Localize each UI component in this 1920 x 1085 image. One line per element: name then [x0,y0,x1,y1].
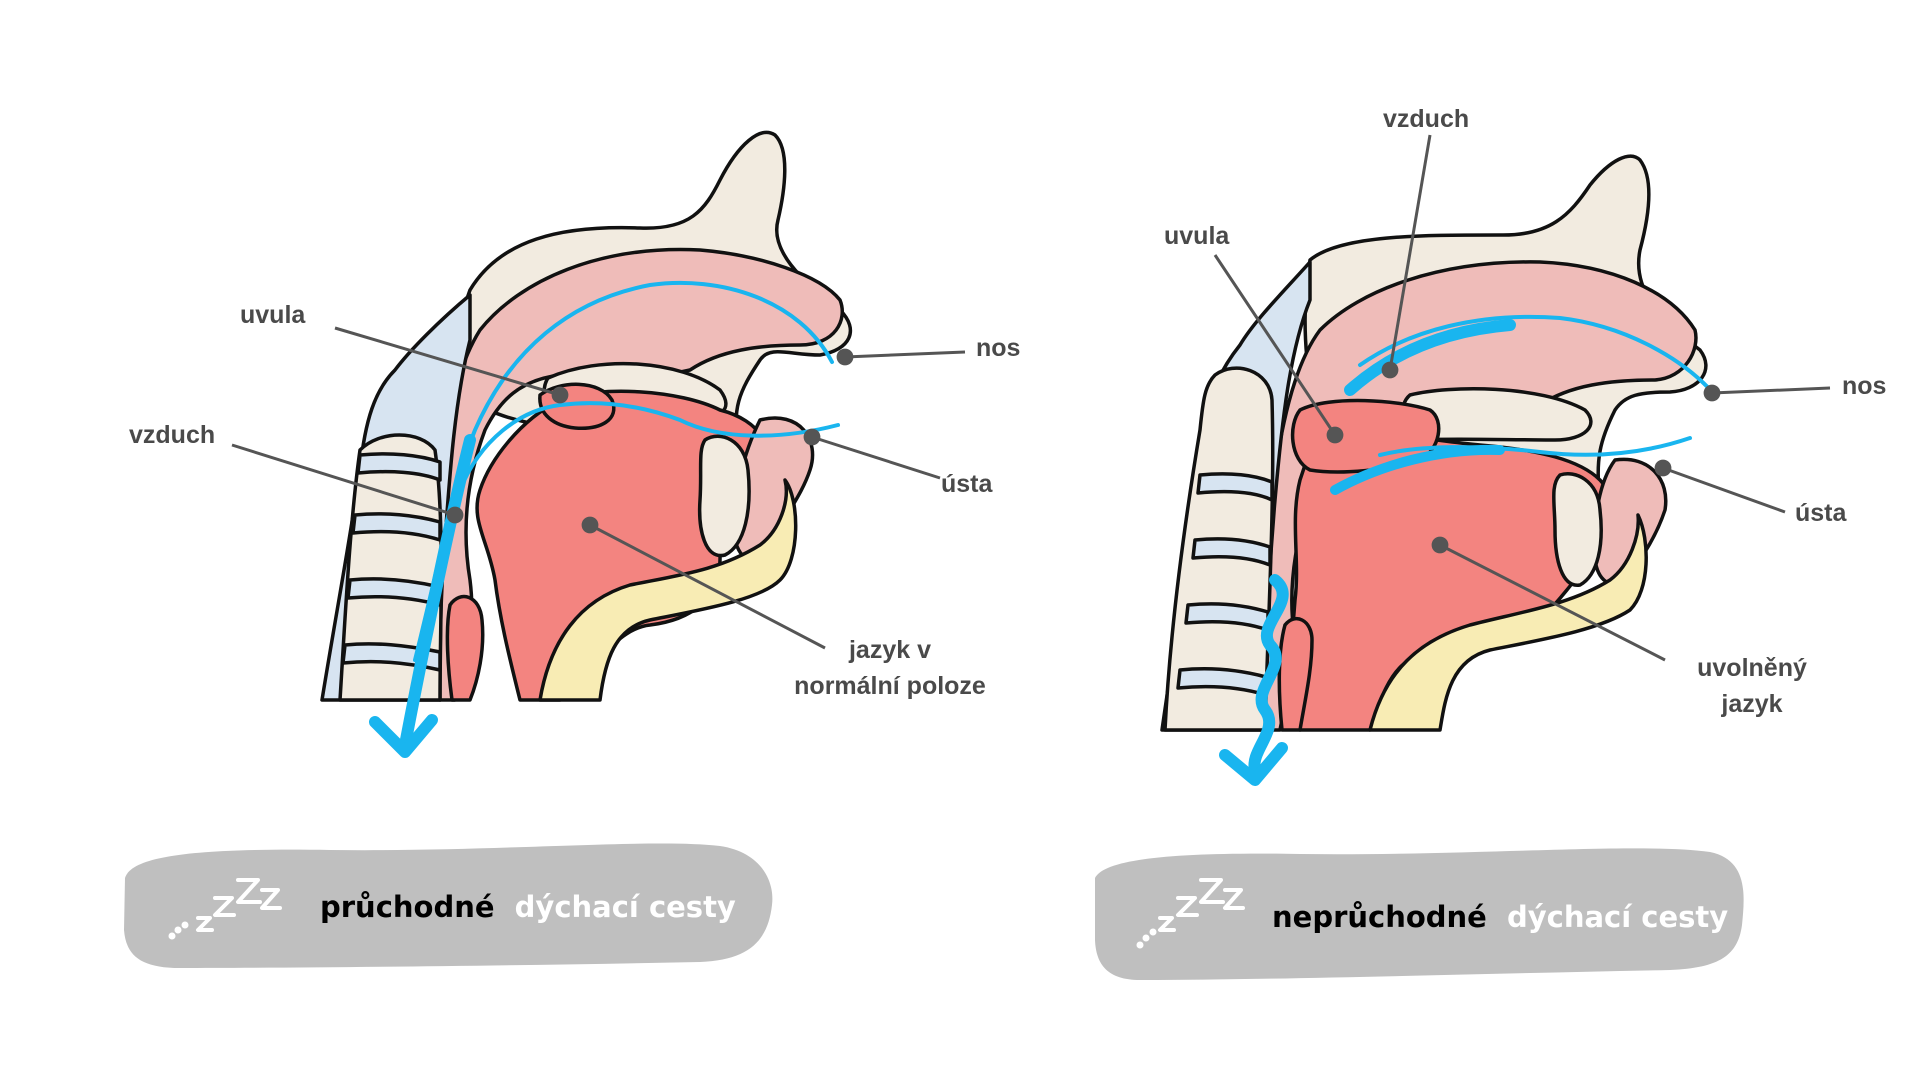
right-tooth [1552,472,1603,587]
left-leader-lines [231,326,966,650]
left-caption-text: průchodné dýchací cesty [320,890,736,924]
right-jaw [1368,513,1648,732]
left-label-usta: ústa [941,470,993,498]
right-caption-rest: dýchací cesty [1507,900,1728,934]
left-tongue [475,389,770,702]
right-leader-usta [1654,459,1786,514]
left-leader-nos [836,348,966,366]
left-caption: průchodné dýchací cesty [124,843,773,968]
left-caption-strong: průchodné [320,890,495,924]
right-caption-strong: neprůchodné [1272,900,1487,934]
left-label-jazyk-line1: jazyk v [848,636,931,664]
right-label-jazyk: uvolněný jazyk [1652,650,1852,722]
left-epiglottis [445,594,485,702]
right-leader-lines [1213,134,1831,662]
right-label-nos: nos [1842,372,1887,400]
left-label-nos: nos [976,334,1021,362]
right-label-jazyk-line1: uvolněný [1697,654,1807,682]
left-leader-jazyk [581,516,826,650]
right-label-usta: ústa [1795,499,1847,527]
right-caption: neprůchodné dýchací cesty [1095,848,1744,980]
left-tooth [697,434,751,558]
left-leader-usta [803,428,941,480]
left-label-uvula: uvula [240,301,306,329]
right-leader-nos [1703,384,1831,402]
right-air-nasal-thick [1344,319,1516,396]
right-caption-text: neprůchodné dýchací cesty [1272,900,1728,934]
left-label-jazyk-line2: normální poloze [794,672,986,700]
left-head-illustration [320,130,852,702]
left-vertebra-stripes [341,452,442,672]
right-air-nasal [1358,314,1717,397]
left-jaw [538,478,798,702]
left-airflow [369,280,840,758]
left-caption-rest: dýchací cesty [515,890,736,924]
zzz-icon [1136,878,1245,949]
right-label-jazyk-line2: jazyk [1721,690,1783,718]
right-label-uvula: uvula [1164,222,1230,250]
left-air-arrowhead [369,714,438,758]
right-air-oral [1378,436,1692,457]
zzz-icon [168,878,282,940]
left-air-main [399,434,476,751]
right-leader-vzduch [1381,134,1432,379]
left-label-vzduch: vzduch [129,421,216,449]
left-leader-uvula [334,326,569,404]
right-air-wavy [1248,574,1289,776]
right-caption-background [1095,848,1744,980]
left-caption-background [124,843,773,968]
right-label-vzduch: vzduch [1383,105,1470,133]
right-airflow [1219,314,1717,786]
right-air-oral-thick [1330,444,1505,495]
left-label-jazyk: jazyk v normální poloze [770,632,1010,704]
left-air-oral [458,401,840,492]
right-vertebra-stripes [1176,472,1274,697]
right-head-illustration [1160,154,1708,732]
left-leader-vzduch [231,443,464,524]
right-leader-jazyk [1431,536,1666,662]
right-air-arrowhead [1219,742,1288,786]
right-leader-uvula [1213,254,1344,444]
